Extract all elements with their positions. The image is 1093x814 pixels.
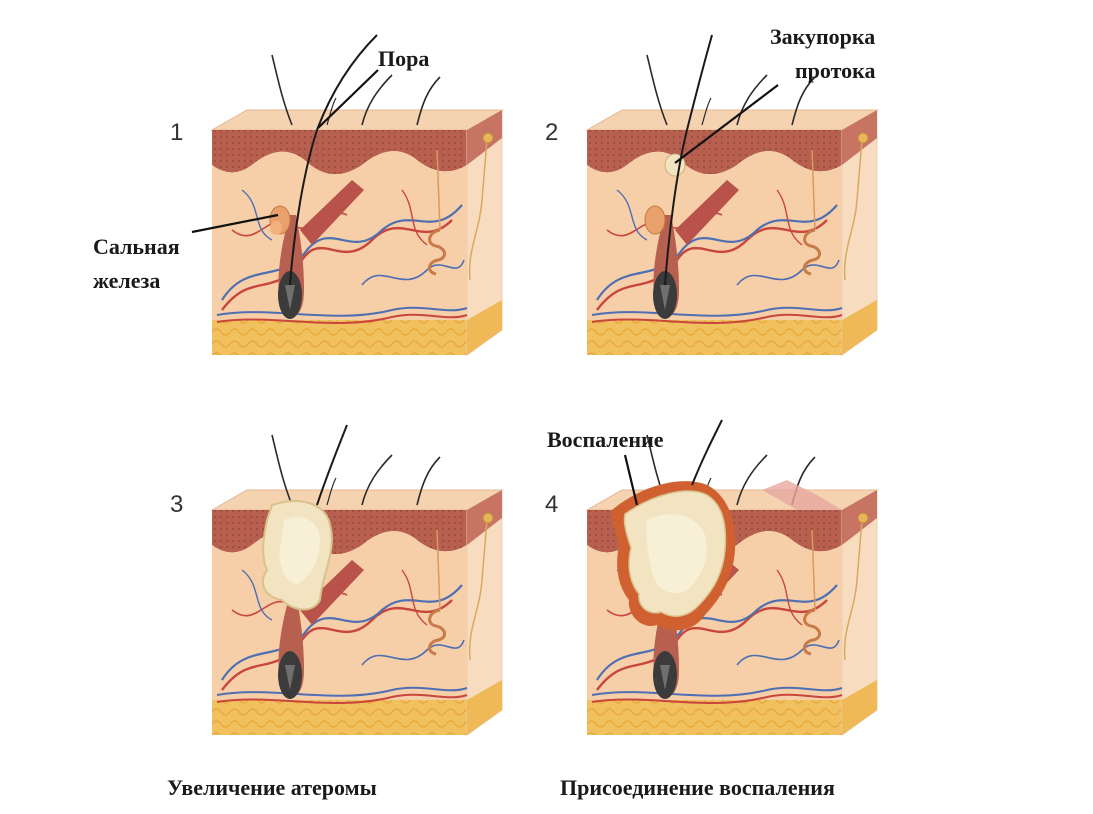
stage4-caption: Присоединение воспаления [560,775,835,800]
sebaceous-leader-line [191,213,279,234]
pore-label: Пора [378,46,429,71]
sebaceous-gland [644,205,666,235]
panel-4 [585,419,879,737]
hair-shaft [664,34,713,286]
panel-1 [210,34,504,357]
hair-shaft [316,424,348,506]
panel-1-number: 1 [170,119,183,146]
inflammation-label: Воспаление [547,427,664,452]
duct-blockage-label-line2: протока [795,58,875,83]
duct-blockage-label-line1: Закупорка [770,24,875,49]
duct-leader-line [674,84,779,164]
sebaceous-gland [269,205,291,235]
hair-shaft [691,419,723,486]
panel-4-number: 4 [545,491,558,518]
sebaceous-gland-label-line1: Сальная [93,234,180,259]
panel-2-number: 2 [545,119,558,146]
sebaceous-gland-label-line2: железа [93,268,160,293]
inflammation-leader-line [623,454,639,506]
stage3-caption: Увеличение атеромы [167,775,377,800]
inflamed-cyst [611,480,842,631]
pore-leader-line [317,69,379,129]
hair-shaft [289,34,378,286]
panel-3 [210,424,504,737]
panel-3-number: 3 [170,491,183,518]
atheroma-cyst [262,500,333,611]
panel-2 [585,34,879,357]
